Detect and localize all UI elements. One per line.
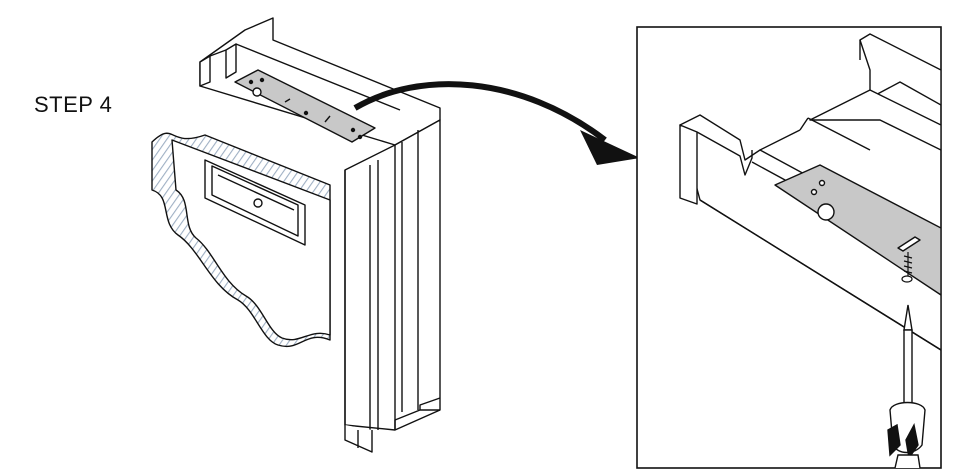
screwdriver-icon: [887, 304, 926, 469]
frame-header: [199, 17, 441, 146]
detail-mounting-plate: [774, 164, 941, 296]
screw-icon: [901, 252, 913, 283]
door-frame-assembly: [151, 17, 441, 453]
detail-view: [636, 26, 942, 469]
frame-jamb: [344, 119, 441, 453]
step-label: STEP 4: [34, 92, 113, 117]
curved-arrow-icon: [353, 81, 640, 165]
door-panel: [151, 132, 331, 348]
header-mounting-plate: [234, 69, 376, 143]
